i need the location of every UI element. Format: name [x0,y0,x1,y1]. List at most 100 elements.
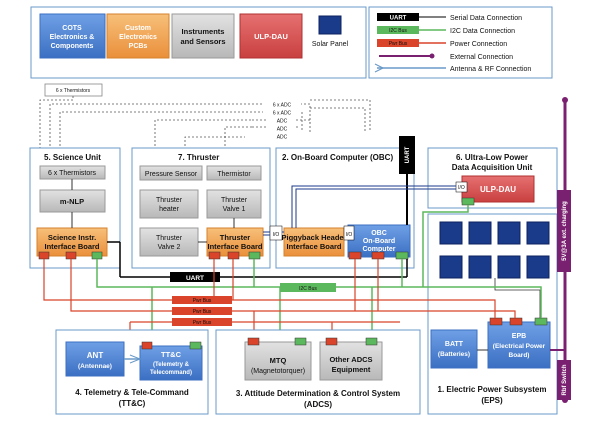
thermistors-top-box [44,83,103,97]
rbf-switch-tag [557,360,571,400]
uart-bus-label: UART [186,275,204,282]
adcs-unit: MTQ (Magnetotorquer) Other ADCS Equipmen… [215,329,421,415]
piggyback-l2: Interface Board [286,242,341,251]
adc-label-5: ADC [277,135,288,141]
eps-title-l2: (EPS) [481,396,503,405]
solar-array [439,221,550,279]
rbf-switch-label: Rbf Switch [562,364,568,395]
adc-lines [39,83,371,150]
heater-l1: Thruster [156,197,183,204]
batt-l1: BATT [445,341,464,348]
science-board-l2: Interface Board [44,242,99,251]
legend-cots-l1: COTS [62,25,82,32]
obc-l2: On-Board [363,238,395,245]
adcs-title-l2: (ADCS) [304,400,332,409]
science-title: 5. Science Unit [44,153,101,162]
uart-bus-tag [170,272,220,282]
legend-instr-l2: and Sensors [180,37,225,46]
science-board-l1: Science Instr. [48,233,96,242]
ttc-title-l1: 4. Telemetry & Tele-Command [75,388,189,397]
obc-title: 2. On-Board Computer (OBC) [282,153,393,162]
i2c-bus-label: I2C Bus [299,286,317,292]
ttc-title-l2: (TT&C) [119,399,146,408]
legend-uart-tag: UART [390,16,407,22]
obc-unit: 2. On-Board Computer (OBC) Piggyback Hea… [275,136,415,269]
ttc-l1: TT&C [161,350,182,359]
ulp-title-l1: 6. Ultra-Low Power [456,153,528,162]
thruster-unit: 7. Thruster Pressure Sensor Thermistor T… [131,147,271,269]
piggy-io-label: I/O [273,232,280,238]
adc-labels: 6 x ADC 6 x ADC ADC ADC ADC 6 x Thermist… [56,88,301,141]
mtq-box [244,341,312,381]
pwr-bus-2-tag [172,307,232,315]
eps-unit: BATT (Batteries) EPB (Electrical Power B… [427,213,558,415]
piggyback-board [283,227,345,257]
buses: UART I2C Bus Pwr Bus Pwr Bus Pwr Bus [43,205,542,356]
legend: COTS Electronics & Components Custom Ele… [30,6,553,79]
ulp-unit: 6. Ultra-Low Power Data Acquisition Unit… [427,147,558,209]
science-board [36,227,108,257]
epb-l3: Board) [509,352,530,359]
legend-cots-box [39,13,106,59]
pwr-bus-3: Pwr Bus [193,320,212,326]
adc-label-4: ADC [277,127,288,133]
io-links: I/O [263,185,456,241]
science-thermistors: 6 x Thermistors [48,170,97,177]
obc-uart-vertical [399,136,415,174]
ttc-box [139,345,203,381]
mnlp-label: m-NLP [60,197,84,206]
legend-custom-l3: PCBs [129,43,148,50]
thermistor: Thermistor [217,171,251,178]
legend-ext-desc: External Connection [450,54,513,61]
adc-label-3: ADC [277,119,288,125]
thermistors-top-label: 6 x Thermistors [56,88,91,94]
legend-cots-l3: Components [51,43,94,50]
heater-l2: heater [159,206,180,213]
legend-custom-l2: Electronics [119,34,157,41]
external-connections: 5V@3A ext. charging Rbf Switch [550,97,571,403]
legend-pwr-swatch [377,39,419,47]
ulp-io-label: I/O [458,185,465,191]
pressure-sensor: Pressure Sensor [145,171,198,178]
mtq-l1: MTQ [270,356,287,365]
legend-ulp-text: ULP-DAU [254,32,288,41]
legend-pwr-tag: Pwr Bus [389,41,408,47]
thruster-title: 7. Thruster [178,153,219,162]
legend-custom-l1: Custom [125,25,151,32]
other-adcs-l1: Other ADCS [329,355,372,364]
legend-cots-l2: Electronics & [50,34,95,41]
pwr-bus-1: Pwr Bus [193,298,212,304]
valve1-l2: Valve 1 [223,206,246,213]
eps-title-l1: 1. Electric Power Subsystem [438,385,547,394]
legend-instr-box [171,13,235,59]
external-connection-dot-icon [429,53,435,59]
ext-charging-label: 5V@3A ext. charging [562,201,568,261]
epb-l2: (Electrical Power [493,343,546,350]
ulp-box [461,175,535,203]
legend-custom-box [106,13,170,59]
obc-uart-label: UART [405,146,411,163]
thruster-board-l1: Thruster [220,233,251,242]
ttc-unit: ANT (Antennae) TT&C (Telemetry & Telecom… [55,329,209,415]
epb-l1: EPB [512,333,526,340]
eps-frame [427,213,558,415]
valve1-l1: Thruster [221,197,248,204]
adc-label-2: 6 x ADC [273,111,292,117]
ant-l2: (Antennae) [78,363,112,370]
obc-l1: OBC [371,230,387,237]
ant-box [65,341,125,377]
obc-l3: Computer [362,246,395,253]
solar-panel-icon [318,15,342,35]
other-adcs-l2: Equipment [332,365,371,374]
legend-ant-desc: Antenna & RF Connection [450,66,531,73]
legend-i2c-swatch [377,26,419,34]
i2c-bus-tag [280,283,336,292]
legend-pwr-desc: Power Connection [450,41,507,48]
ulp-title-l2: Data Acquisition Unit [452,163,533,172]
ulp-box-label: ULP-DAU [480,185,516,194]
pwr-bus-3-tag [172,318,232,326]
ttc-l3: Telecommand) [150,370,192,376]
science-unit: 5. Science Unit 6 x Thermistors m-NLP Sc… [29,147,121,269]
mtq-l2: (Magnetotorquer) [251,368,305,375]
